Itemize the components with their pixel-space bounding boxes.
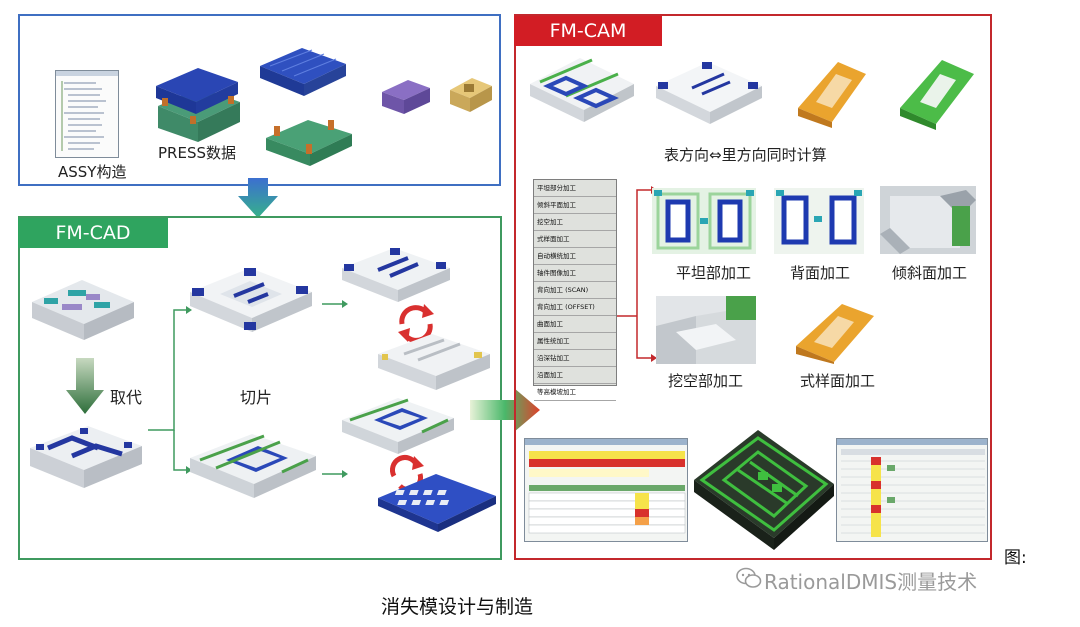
menu-item[interactable]: 自动横统加工: [534, 248, 616, 265]
slice-label: 切片: [240, 388, 273, 407]
menu-item[interactable]: 倾斜平面加工: [534, 197, 616, 214]
menu-item[interactable]: 沿深钻加工: [534, 350, 616, 367]
menu-item[interactable]: 轴件图像加工: [534, 265, 616, 282]
back-machining-label: 背面加工: [790, 264, 851, 282]
replace-down-arrow: [66, 358, 104, 414]
back-machining-image: [774, 188, 864, 254]
cam-table-window-left: [524, 438, 688, 542]
press-to-cad-arrow: [238, 178, 278, 218]
menu-bracket-connector: [617, 186, 657, 362]
cam-table-left-grid: [525, 439, 687, 534]
menu-item[interactable]: 平坦部分加工: [534, 180, 616, 197]
figure-caption: 消失模设计与制造: [381, 596, 534, 618]
press-model-assembly: [156, 68, 240, 142]
beige-part-model: [450, 78, 492, 112]
cam-white-frame-model: [656, 62, 762, 124]
cam-green-frame-model: [530, 58, 634, 122]
pocket-machining-image: [656, 296, 756, 364]
style-surface-machining-label: 式样面加工: [800, 372, 876, 390]
cad-sliced-bottom-model: [378, 334, 490, 390]
style-surface-machining-image: [796, 304, 874, 364]
replace-label: 取代: [110, 388, 143, 407]
flat-machining-image: [652, 188, 756, 254]
watermark-text: RationalDMIS测量技术: [764, 570, 978, 594]
cad-flow-connectors: [148, 306, 192, 474]
incline-machining-image: [880, 186, 976, 254]
cam-toolpath-3d-model: [694, 430, 834, 550]
cad-step-arrows: [322, 300, 348, 478]
fm-cam-panel: [514, 14, 992, 560]
cam-table-right-grid: [837, 439, 987, 537]
menu-item[interactable]: 背向加工 (SCAN): [534, 282, 616, 299]
menu-item[interactable]: 沿面加工: [534, 367, 616, 384]
cam-orange-part-model: [798, 62, 866, 128]
both-sides-label: 表方向⇔里方向同时计算: [664, 146, 827, 164]
assy-structure-label: ASSY构造: [58, 163, 127, 181]
purple-part-model: [382, 80, 430, 114]
press-lower-die: [266, 120, 352, 166]
figure-label: 图:: [1004, 548, 1027, 568]
incline-machining-label: 倾斜面加工: [892, 264, 968, 282]
assy-tree-thumbnail: [55, 70, 119, 158]
fm-cad-panel: [18, 216, 502, 560]
fm-cam-tag: FM-CAM: [514, 16, 662, 46]
menu-item[interactable]: 属性统加工: [534, 333, 616, 350]
menu-item[interactable]: 等高模坡加工: [534, 384, 616, 401]
cad-slab-model: [190, 434, 316, 498]
machining-operation-menu: 平坦部分加工 倾斜平面加工 挖空加工 式样面加工 自动横统加工 轴件图像加工 背…: [533, 179, 617, 401]
fm-cad-tag: FM-CAD: [18, 218, 168, 248]
cad-slab-sliced-model: [342, 398, 454, 454]
menu-item[interactable]: 曲面加工: [534, 316, 616, 333]
cam-green-part-model: [900, 60, 974, 130]
flat-machining-label: 平坦部加工: [676, 264, 752, 282]
menu-item[interactable]: 背向加工 (OFFSET): [534, 299, 616, 316]
menu-item[interactable]: 式样面加工: [534, 231, 616, 248]
cad-foam-model: [30, 426, 142, 488]
assy-tree-lines: [56, 71, 118, 151]
press-upper-die: [260, 48, 346, 96]
cam-table-window-right: [836, 438, 988, 542]
cad-slice-frame-model: [190, 268, 312, 332]
press-data-label: PRESS数据: [158, 144, 236, 162]
cad-grid-plate-model: [378, 474, 496, 532]
cad-sliced-top-model: [342, 248, 450, 302]
wechat-icon: [736, 567, 762, 588]
cad-original-model: [32, 280, 134, 340]
pocket-machining-label: 挖空部加工: [668, 372, 744, 390]
menu-item[interactable]: 挖空加工: [534, 214, 616, 231]
cad-to-cam-arrow: [470, 388, 540, 432]
